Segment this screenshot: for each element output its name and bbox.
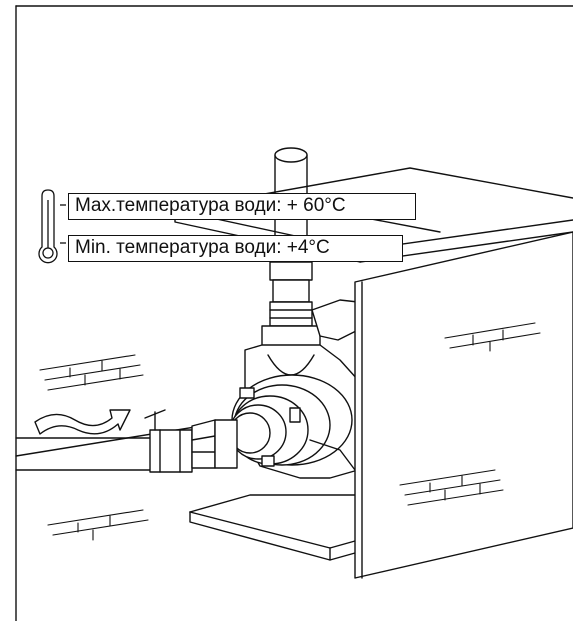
vertical-pipe <box>261 147 321 347</box>
thermometer-icon <box>38 189 66 264</box>
min-temperature-label: Min. температура води: +4°C <box>68 235 403 262</box>
wavy-arrow-icon <box>34 409 131 435</box>
lower-shelf <box>189 494 356 561</box>
pump <box>229 299 359 479</box>
max-temperature-label: Max.температура води: + 60°C <box>68 193 416 220</box>
front-partition <box>354 231 573 579</box>
brick-marks <box>39 322 541 541</box>
inlet-hose <box>15 409 238 473</box>
